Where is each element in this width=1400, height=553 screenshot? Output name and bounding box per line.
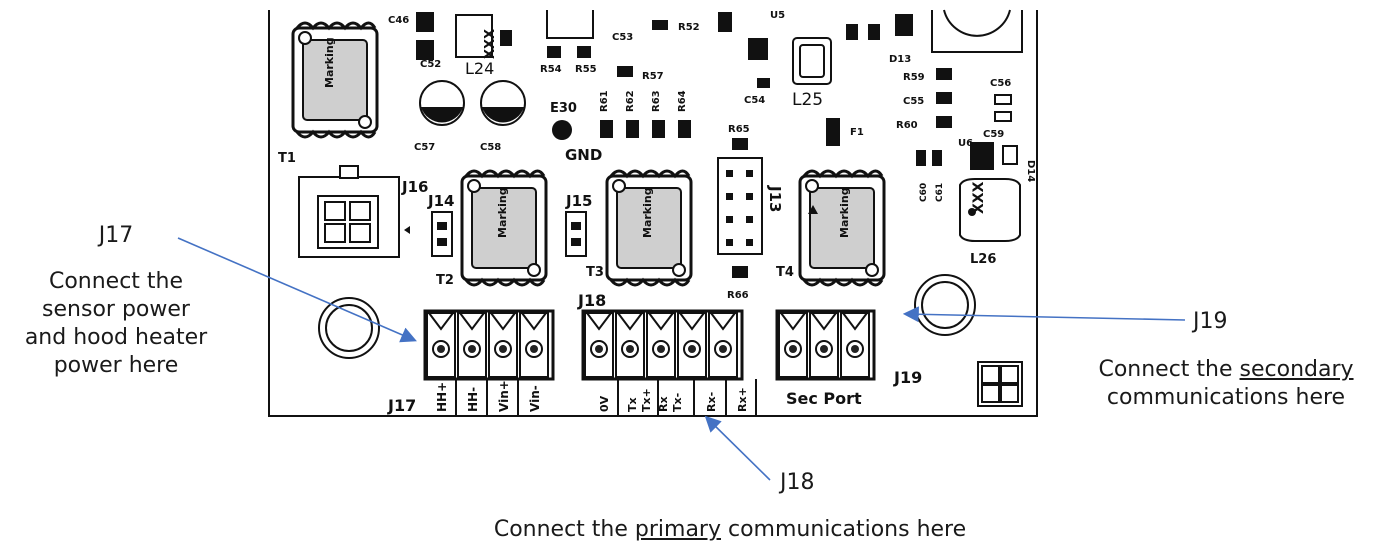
callout-j18-title: J18 [780,470,815,495]
r55-label: R55 [575,64,597,75]
j15-label: J14 [427,192,454,210]
chip-u6 [970,142,994,170]
callout-j17: J17 Connect the sensor power and hood he… [0,222,232,380]
j16-label: J15 [565,192,592,210]
j19-board-label: J19 [893,368,922,387]
j18-board-label: J18 [577,291,606,310]
c60-label: C60 [919,183,929,202]
c53-label: C53 [612,32,633,43]
l26-label: L26 [970,252,996,267]
r61-label: R61 [599,90,610,112]
callout-j17-title: J17 [98,223,134,248]
t4-marking: Marking [838,187,851,238]
terminal-block-j19 [775,309,876,381]
callout-j19: Connect the secondary communications her… [1066,356,1386,412]
inductor-l24 [455,14,493,58]
c59-label: C59 [983,129,1004,140]
j17-pin-4: Vin- [528,385,542,412]
callout-j18-post: communications here [721,517,967,542]
t3-label: T3 [586,265,604,280]
l26-code: XXX [971,181,987,214]
t3-marking: Marking [641,187,654,238]
callout-j19-line2: communications here [1106,385,1346,410]
terminal-block-j17 [423,309,555,381]
c57-label: C57 [414,142,435,153]
j17-pin-3: Vin+ [497,380,511,412]
j17-pin-1: HH+ [435,382,449,412]
callout-j18-emphasis: primary [634,517,721,542]
callout-j17-line3: and hood heater [24,325,208,350]
u5-label: U5 [770,10,785,21]
d14-label: D14 [1025,160,1036,182]
c61-label: C61 [935,183,945,202]
jumper-j15 [431,211,453,257]
diode-d13 [895,14,913,36]
r65-label: R65 [728,124,750,135]
terminal-block-j18 [581,309,744,381]
j18-pin-tx: Tx [626,397,639,412]
j13-label: J13 [766,185,784,212]
d13-label: D13 [889,54,911,65]
l24-label: L24 [465,59,494,78]
callout-j19-pre: Connect the [1098,357,1240,382]
j19-port-caption: Sec Port [786,389,862,408]
fuse-f1 [826,118,840,146]
chip-u5 [748,38,768,60]
callout-j17-line4: power here [53,353,179,378]
j17-pin-2: HH- [466,387,480,412]
c46-label: C46 [388,15,409,26]
resistor-row [500,20,691,138]
r52-label: R52 [678,22,700,33]
u6-label: U6 [958,138,973,149]
f1-label: F1 [850,127,864,138]
r60-label: R60 [896,120,918,131]
inductor-l26 [959,178,1021,242]
t2-label: T2 [436,273,454,288]
j18-pin-rxminus: Rx- [705,392,718,412]
j14-label: J16 [401,178,428,196]
t1-marking: Marking [323,37,336,88]
r66-label: R66 [727,290,749,301]
arrow-j19 [902,306,1186,323]
r64-label: R64 [677,90,688,112]
c55-label: C55 [903,96,924,107]
j18-pin-rxplus: Rx+ [736,387,749,412]
t1-label: T1 [278,151,296,166]
jumper-j16 [565,211,587,257]
j18-pin-txminus: Tx- [671,393,684,412]
arrow-j18 [704,415,771,481]
callout-j19-emphasis: secondary [1239,357,1354,382]
c58-label: C58 [480,142,501,153]
r63-label: R63 [651,90,662,112]
callout-j17-line1: Connect the [48,269,184,294]
test-point-e30 [552,120,572,140]
c52-label: C52 [420,59,441,70]
r54-label: R54 [540,64,562,75]
r62-label: R62 [625,90,636,112]
r59-label: R59 [903,72,925,83]
gnd-label: GND [565,146,602,164]
j18-pin-txplus: Tx+ [640,388,653,412]
callout-j17-line2: sensor power [42,297,190,322]
c54-label: C54 [744,95,765,106]
j18-pin-rx: Rx [657,396,670,412]
j18-pin-0v: 0V [598,395,611,412]
r57-label: R57 [642,71,664,82]
callout-j18-pre: Connect the [493,517,635,542]
l25-label: L25 [792,90,823,110]
e30-label: E30 [550,101,577,116]
l24-code: XXX [483,29,498,59]
header-j13 [717,157,763,255]
t4-label: T4 [776,265,794,280]
t2-marking: Marking [496,187,509,238]
c56-label: C56 [990,78,1011,89]
arrow-j17 [177,237,417,343]
callout-j18: Connect the primary communications here [470,516,990,544]
j17-board-label: J17 [387,396,416,415]
callout-j19-title: J19 [1193,309,1228,334]
